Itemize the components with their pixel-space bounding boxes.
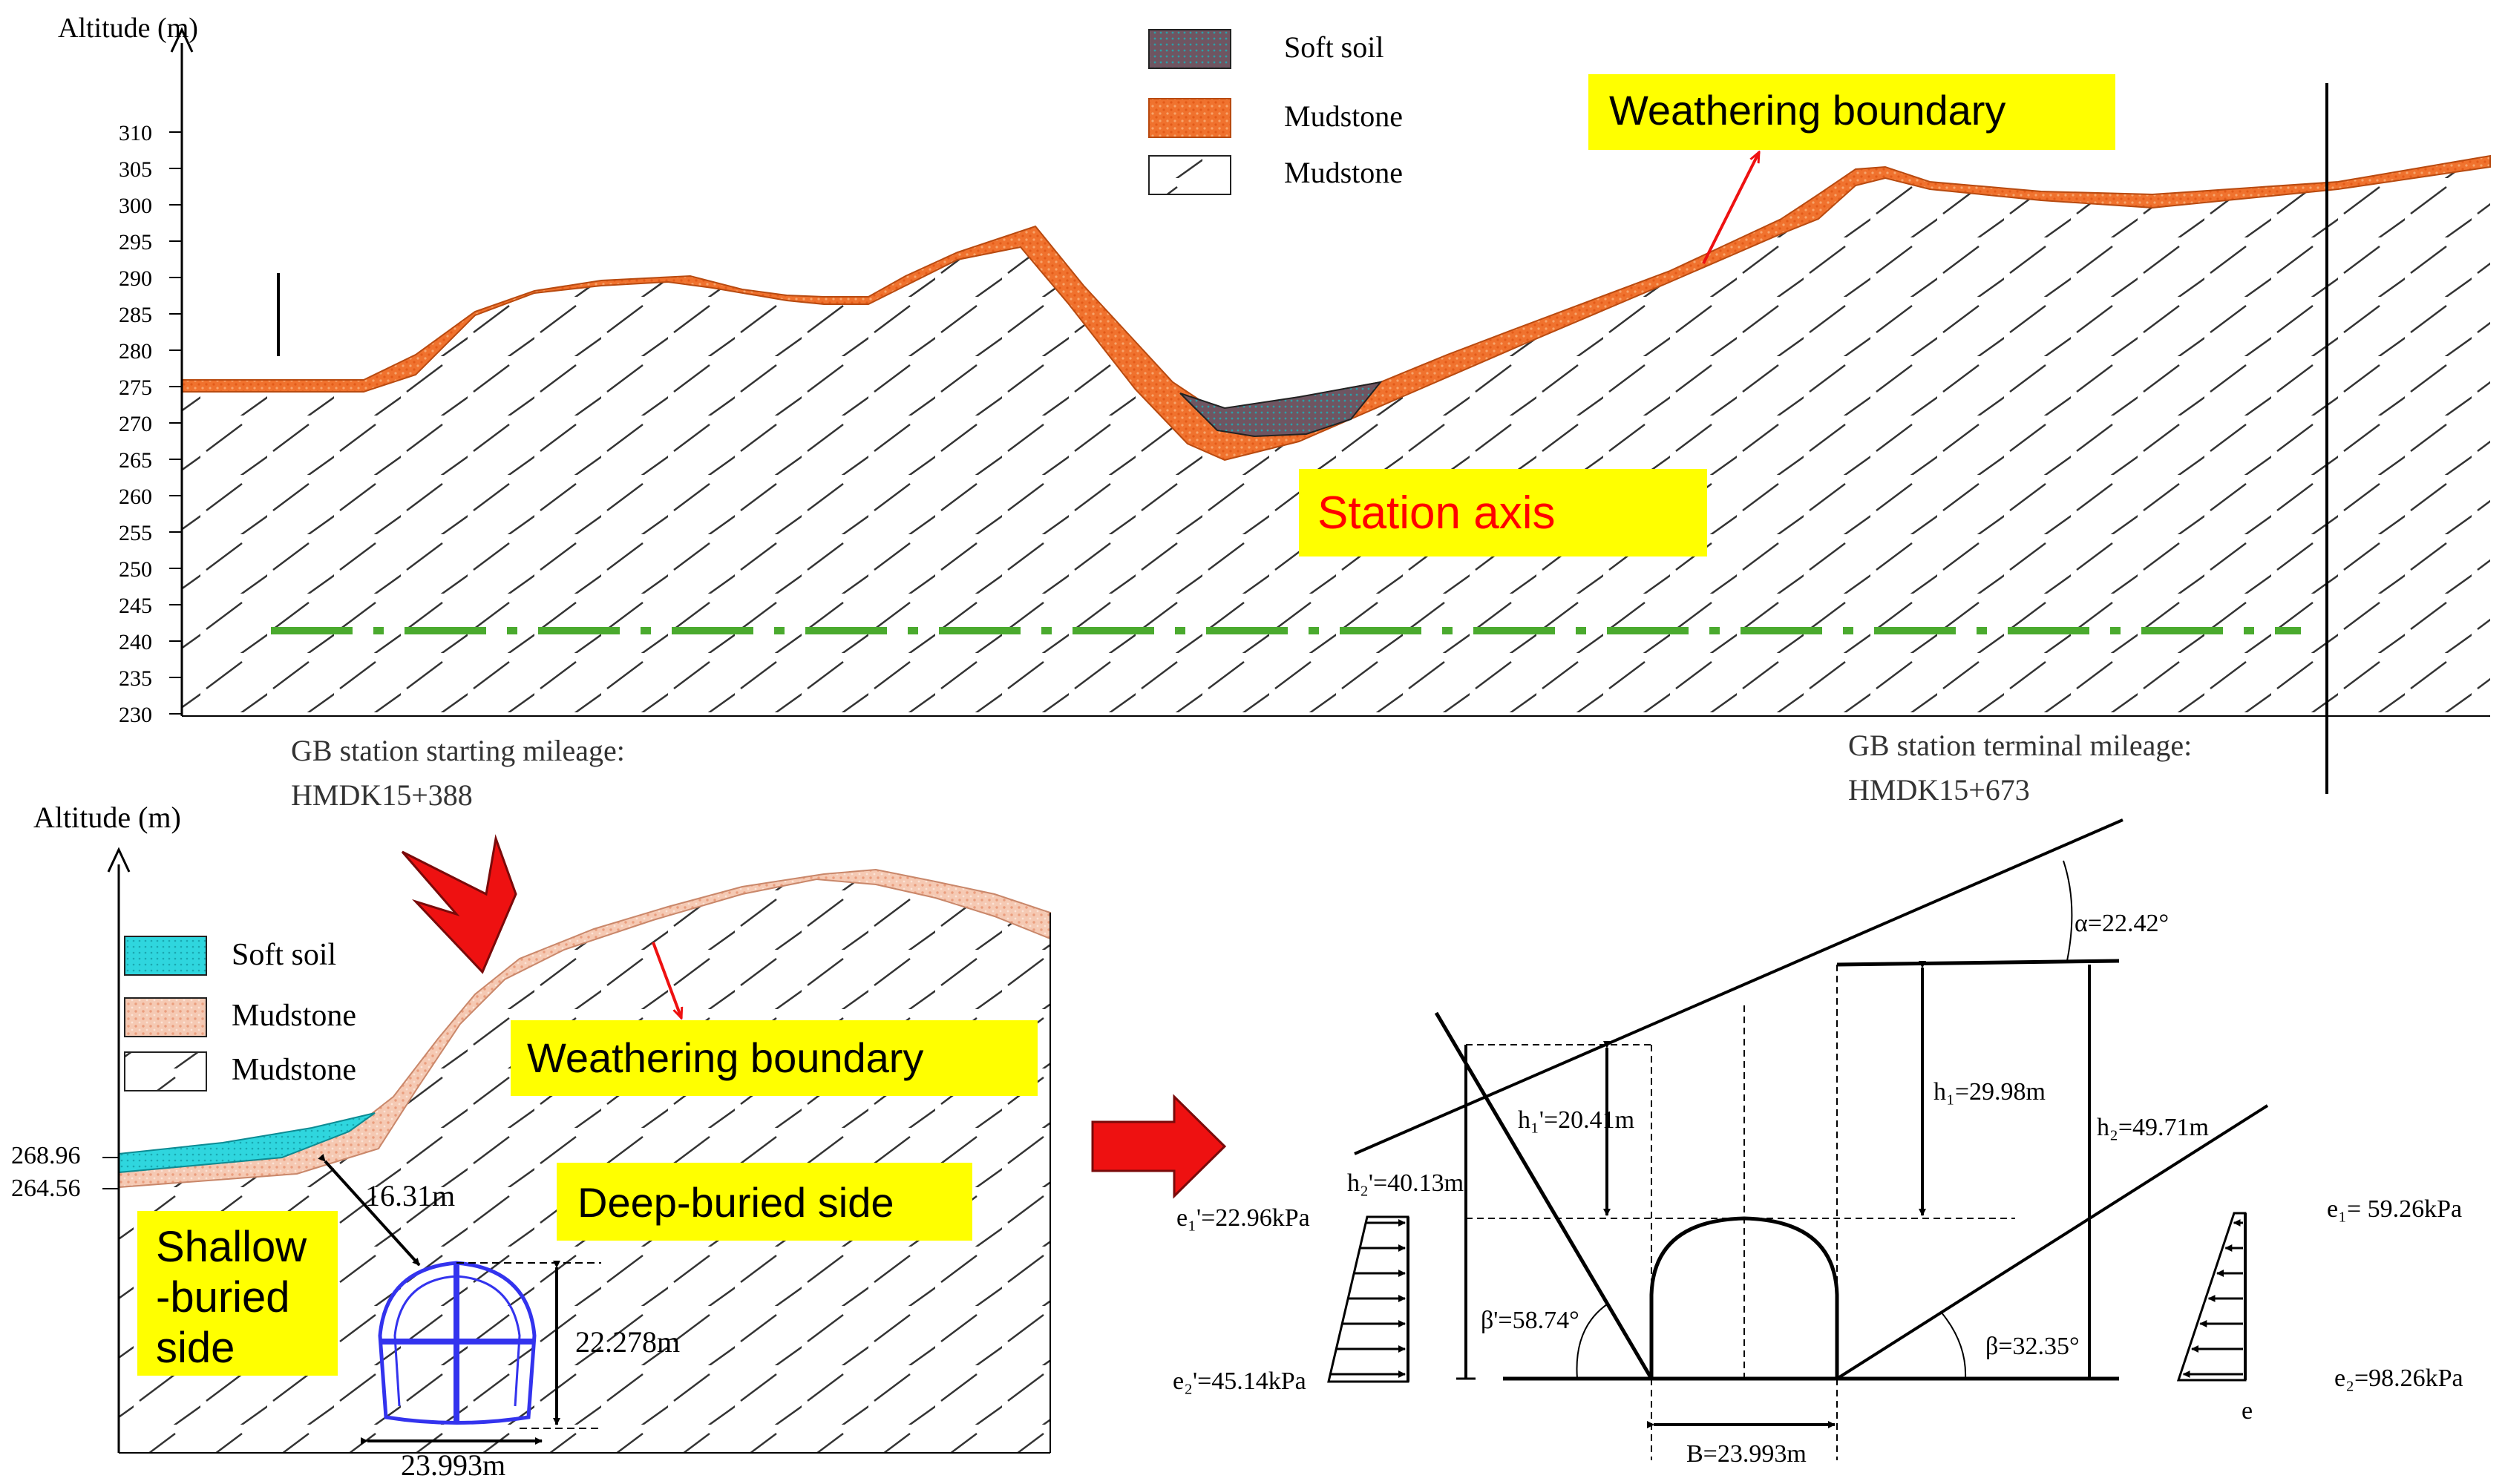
top-y-tick-label: 260 xyxy=(119,485,152,509)
top-mudstone-body xyxy=(182,167,2490,716)
right-pressure-diagram: e₁= 59.26kPa e₂=98.26kPa xyxy=(2176,1195,2463,1392)
left-pressure-outline xyxy=(1327,1215,1409,1383)
height-dimension-label: 22.278m xyxy=(575,1325,680,1359)
start-mileage-line2: HMDK15+388 xyxy=(291,778,473,812)
legend-swatch-mudstone-orange xyxy=(1148,98,1231,138)
top-soft-soil xyxy=(1179,381,1383,438)
ground-surface-line xyxy=(1354,818,2123,1155)
top-legend: Soft soil Mudstone Mudstone xyxy=(1148,29,1403,195)
shallow-buried-line3: side xyxy=(156,1324,235,1372)
tunnel-outer xyxy=(378,1261,537,1425)
right-slip-line xyxy=(1836,1104,2269,1380)
deep-buried-box xyxy=(557,1163,972,1241)
e-label: e xyxy=(2242,1397,2253,1425)
shallow-buried-line2: -buried xyxy=(156,1273,290,1322)
section-y-axis-label: Altitude (m) xyxy=(33,801,181,834)
cover-dimension-line xyxy=(318,1153,421,1267)
alpha-arc xyxy=(2063,860,2073,962)
legend-label-mudstone-hatch: Mudstone xyxy=(1284,156,1403,189)
top-y-tick-label: 300 xyxy=(119,194,152,218)
top-y-tick-label: 285 xyxy=(119,303,152,327)
legend-label-cyan: Soft soil xyxy=(232,938,336,972)
top-y-tick-label: 235 xyxy=(119,666,152,691)
e1-label: e₁= 59.26kPa xyxy=(2327,1195,2462,1223)
section-legend: Soft soil Mudstone Mudstone xyxy=(124,936,356,1091)
upper-boundary-line xyxy=(1836,959,2120,967)
elev-lower: 264.56 xyxy=(11,1175,81,1202)
top-y-tick-label: 310 xyxy=(119,121,152,145)
bottom-left-section: Altitude (m) 268.96 264.56 Soft soil Mud… xyxy=(11,801,1051,1482)
top-y-tick-label: 280 xyxy=(119,339,152,364)
section-weathering-text: Weathering boundary xyxy=(527,1034,923,1081)
deep-buried-text: Deep-buried side xyxy=(577,1179,894,1226)
top-y-axis-label: Altitude (m) xyxy=(58,13,198,44)
beta-arc xyxy=(1940,1311,1967,1379)
section-soft-soil xyxy=(118,1112,376,1174)
section-weathering-arrow xyxy=(652,942,681,1018)
shallow-buried-line1: Shallow xyxy=(156,1223,307,1271)
legend-label-pink: Mudstone xyxy=(232,999,356,1033)
h1-label: h₁=29.98m xyxy=(1933,1078,2046,1106)
top-profile: Altitude (m) 310 305 300 295 290 285 280 275 270… xyxy=(58,13,2491,812)
top-y-tick-label: 245 xyxy=(119,594,152,618)
top-y-tick-label: 230 xyxy=(119,703,152,727)
top-y-axis-arrow xyxy=(170,27,194,53)
transition-arrow-down xyxy=(401,834,517,974)
station-axis-callout-text: Station axis xyxy=(1317,487,1556,539)
legend-swatch-pink xyxy=(124,997,207,1037)
top-y-tick-label: 275 xyxy=(119,375,152,400)
station-axis-callout-box xyxy=(1299,469,1707,556)
legend-label-hatch: Mudstone xyxy=(232,1053,356,1087)
width-dimension-label: 23.993m xyxy=(401,1448,505,1482)
beta-label: β=32.35° xyxy=(1985,1333,2080,1360)
beta-prime-label: β'=58.74° xyxy=(1481,1307,1579,1334)
top-y-tick-label: 240 xyxy=(119,630,152,654)
h1p-label: h₁'=20.41m xyxy=(1518,1106,1634,1134)
end-mileage-line2: HMDK15+673 xyxy=(1848,773,2030,807)
section-y-axis-arrow xyxy=(107,847,131,873)
weathering-callout-box xyxy=(1588,74,2115,150)
cover-dimension-label: 16.31m xyxy=(365,1179,455,1212)
transition-arrow-right xyxy=(1091,1094,1227,1199)
top-y-tick-label: 295 xyxy=(119,230,152,255)
load-diagram-tunnel xyxy=(1649,1216,1839,1379)
legend-swatch-mudstone-hatch xyxy=(1148,155,1231,195)
e2-label: e₂=98.26kPa xyxy=(2334,1365,2463,1392)
weathering-callout-text: Weathering boundary xyxy=(1609,87,2005,134)
h2-label: h₂=49.71m xyxy=(2097,1114,2209,1141)
left-slip-line xyxy=(1434,1011,1654,1380)
top-y-tick-label: 250 xyxy=(119,557,152,582)
top-y-tick-label: 265 xyxy=(119,448,152,473)
e2p-label: e₂'=45.14kPa xyxy=(1173,1368,1306,1395)
tunnel-cross-section xyxy=(378,1261,537,1425)
legend-label-soft-soil: Soft soil xyxy=(1284,30,1384,64)
top-y-tick-label: 290 xyxy=(119,266,152,291)
shallow-buried-box xyxy=(137,1211,338,1376)
beta-prime-arc xyxy=(1576,1304,1608,1379)
legend-swatch-cyan xyxy=(124,936,207,976)
legend-swatch-hatch xyxy=(124,1051,207,1091)
left-pressure-diagram: e₁'=22.96kPa e₂'=45.14kPa xyxy=(1173,1204,1409,1395)
section-weathering-box xyxy=(511,1020,1038,1096)
alpha-label: α=22.42° xyxy=(2075,910,2169,937)
bottom-right-load-diagram: h₁'=20.41m h₂'=40.13m h₁=29.98m h₂=49.71… xyxy=(1091,818,2463,1468)
legend-swatch-soft-soil xyxy=(1148,29,1231,69)
elev-upper: 268.96 xyxy=(11,1142,81,1169)
b-label: B=23.993m xyxy=(1686,1440,1807,1468)
top-y-ticks: 310 305 300 295 290 285 280 275 270 265 260 255 250 2… xyxy=(119,121,182,727)
top-y-tick-label: 270 xyxy=(119,412,152,436)
weathering-callout-arrow xyxy=(1702,152,1761,264)
end-mileage-line1: GB station terminal mileage: xyxy=(1848,729,2192,762)
start-mileage-line1: GB station starting mileage: xyxy=(291,734,625,767)
h2p-label: h₂'=40.13m xyxy=(1347,1169,1464,1197)
right-pressure-outline xyxy=(2176,1212,2247,1382)
e1p-label: e₁'=22.96kPa xyxy=(1176,1204,1310,1232)
top-y-tick-label: 305 xyxy=(119,157,152,182)
legend-label-mudstone-orange: Mudstone xyxy=(1284,99,1403,133)
top-y-tick-label: 255 xyxy=(119,521,152,545)
